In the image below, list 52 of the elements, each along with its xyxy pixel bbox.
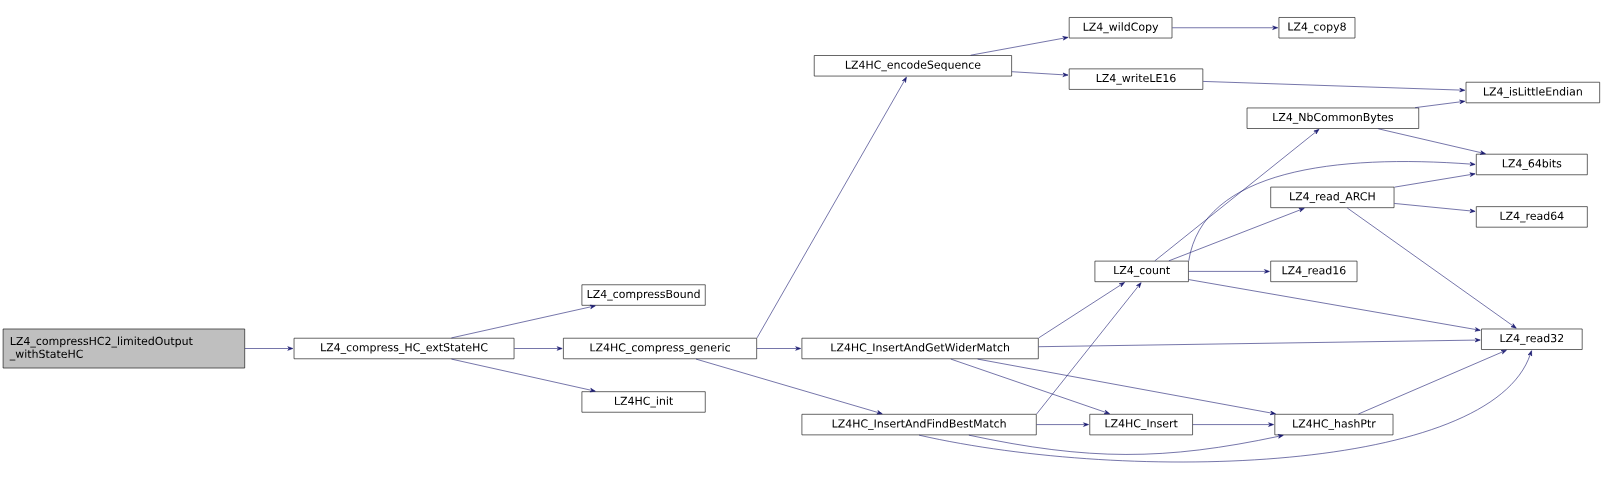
function-box: LZ4HC_init xyxy=(581,391,706,413)
function-box: LZ4_count xyxy=(1094,260,1189,282)
function-box: LZ4_read16 xyxy=(1270,260,1358,282)
function-box: LZ4HC_InsertAndGetWiderMatch xyxy=(801,337,1039,360)
arrow xyxy=(970,36,1069,56)
function-box: LZ4HC_Insert xyxy=(1089,414,1193,436)
arrow xyxy=(1394,172,1476,188)
function-box: LZ4_read_ARCH xyxy=(1270,186,1395,208)
function-box: LZ4_compressHC2_limitedOutput _withStateHC xyxy=(2,328,245,369)
function-box: LZ4_writeLE16 xyxy=(1068,68,1204,90)
function-box: LZ4_compressBound xyxy=(581,284,706,306)
arrow xyxy=(1188,161,1476,262)
arrow xyxy=(1378,128,1486,155)
arrow xyxy=(977,358,1276,416)
arrow xyxy=(968,434,1284,455)
function-box: LZ4HC_hashPtr xyxy=(1274,414,1394,436)
function-box: LZ4_64bits xyxy=(1476,153,1588,176)
arrow xyxy=(1202,81,1466,93)
arrow xyxy=(1168,208,1305,262)
arrow xyxy=(1188,279,1481,332)
arrow xyxy=(756,76,907,339)
arrow xyxy=(1038,282,1125,339)
arrow xyxy=(1036,282,1142,415)
arrow xyxy=(1154,129,1320,262)
arrow xyxy=(918,350,1532,463)
function-box: LZ4HC_compress_generic xyxy=(563,337,757,360)
arrow xyxy=(1346,207,1517,329)
arrow xyxy=(1394,203,1476,213)
arrow xyxy=(1414,99,1466,108)
function-box: LZ4HC_encodeSequence xyxy=(813,55,1012,77)
arrow xyxy=(1188,269,1270,274)
function-box: LZ4_NbCommonBytes xyxy=(1246,107,1420,129)
arrow xyxy=(451,304,596,339)
function-box: LZ4_compress_HC_extStateHC xyxy=(293,337,515,360)
arrow xyxy=(1036,422,1089,427)
arrow xyxy=(695,358,883,415)
function-box: LZ4_read64 xyxy=(1476,206,1588,228)
arrow xyxy=(451,358,596,393)
arrow xyxy=(1038,337,1481,347)
function-box: LZ4HC_InsertAndFindBestMatch xyxy=(801,414,1037,436)
arrow xyxy=(1172,25,1279,30)
function-box: LZ4_copy8 xyxy=(1278,17,1356,39)
function-box: LZ4_read32 xyxy=(1481,328,1583,350)
arrow xyxy=(1011,71,1069,77)
arrow xyxy=(514,346,563,351)
function-box: LZ4_wildCopy xyxy=(1068,17,1173,39)
arrow xyxy=(1358,349,1507,415)
arrow xyxy=(756,346,801,351)
arrow xyxy=(244,346,294,351)
arrow xyxy=(1192,422,1274,427)
arrow xyxy=(950,358,1110,415)
function-box: LZ4_isLittleEndian xyxy=(1465,81,1600,104)
